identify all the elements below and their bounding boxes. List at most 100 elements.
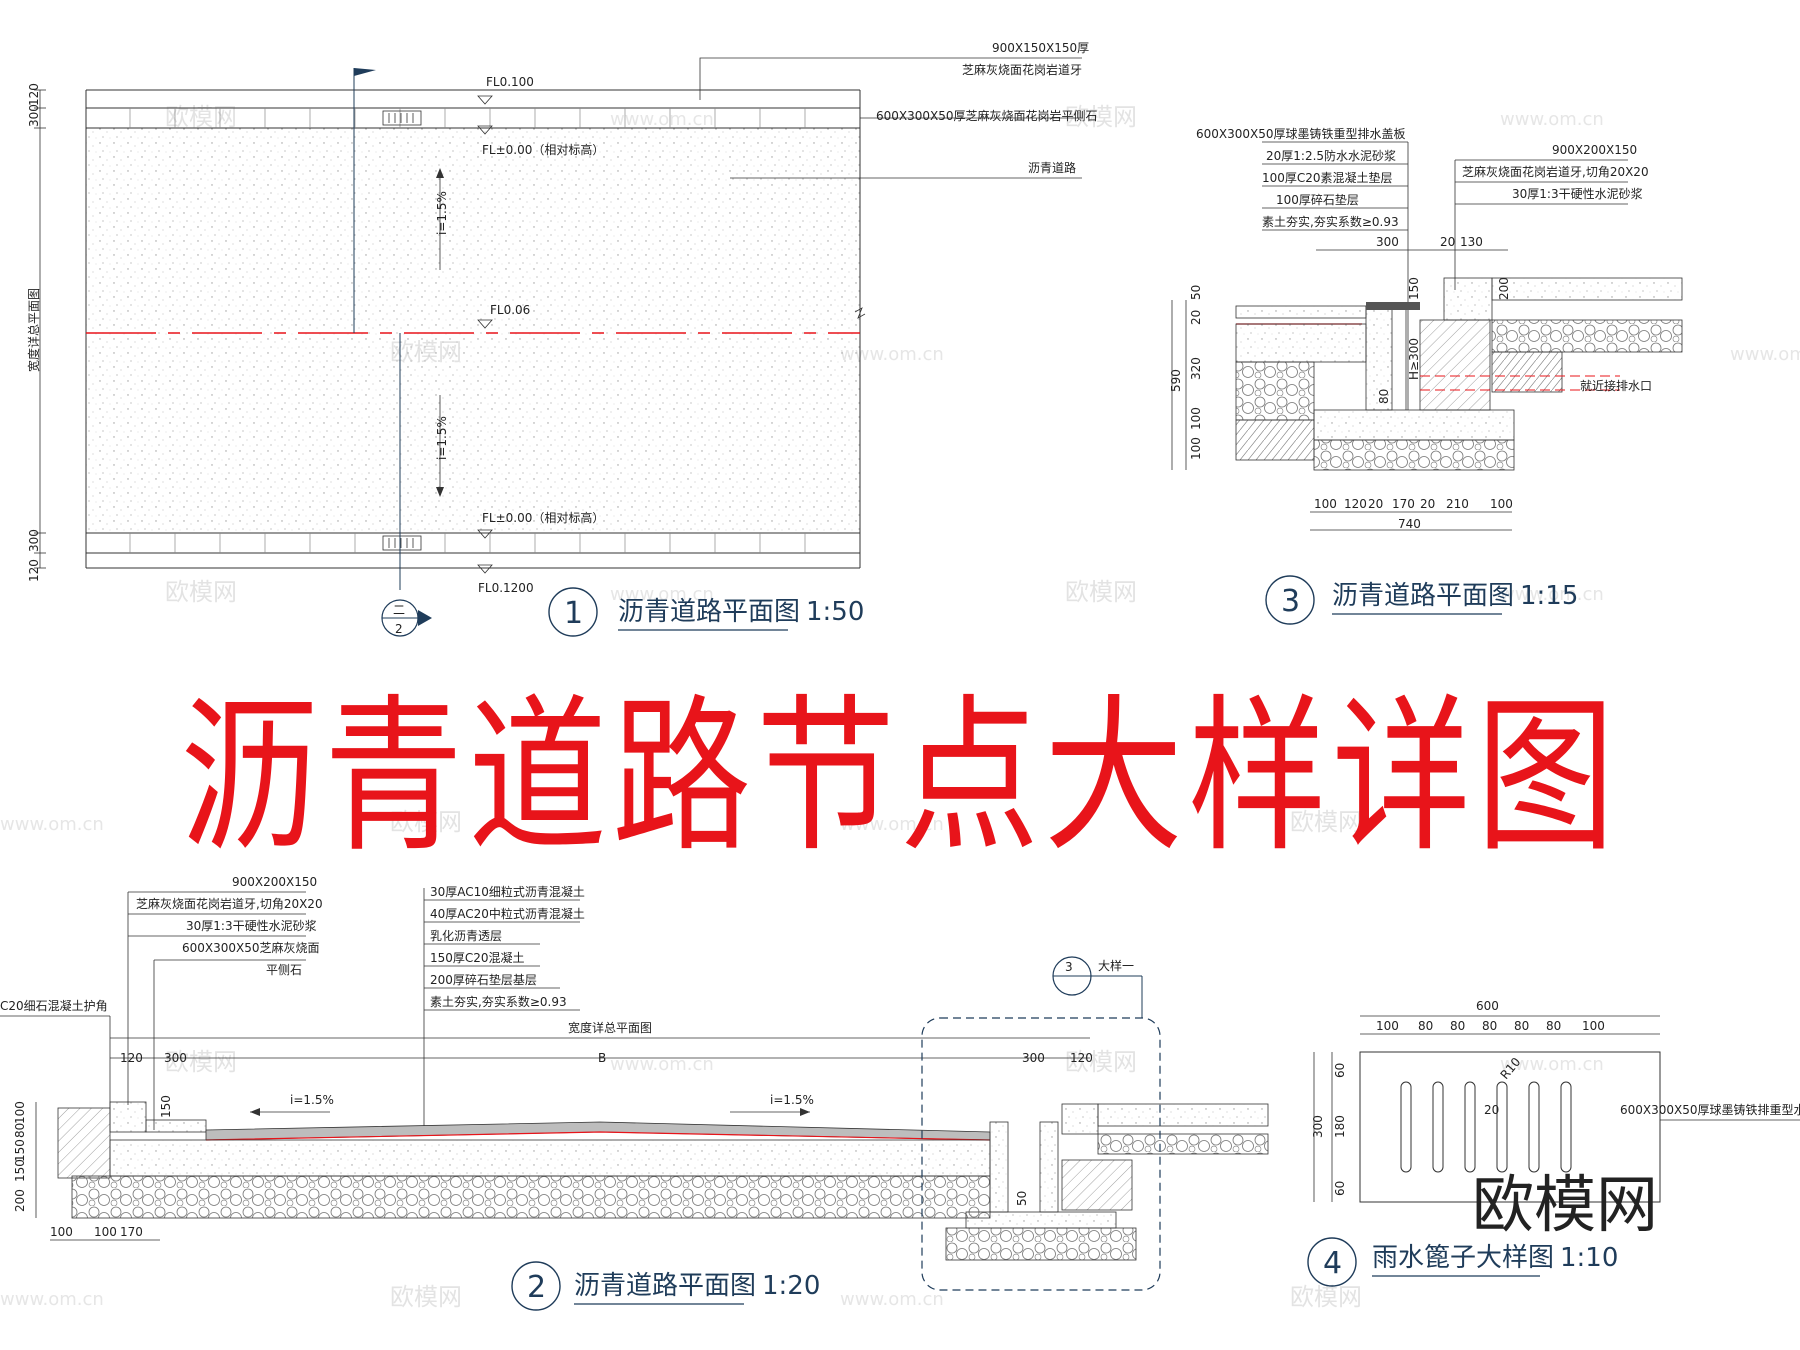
view-number-badge — [548, 587, 598, 637]
watermark-url: www.om.cn — [0, 1289, 104, 1310]
guard-label: C20细石混凝土护角 — [0, 998, 108, 1013]
watermark-url: www.om.cn — [610, 1054, 714, 1075]
dim-label: 200 — [13, 1189, 27, 1212]
note-label: 30厚1:3干硬性水泥砂浆 — [1512, 186, 1643, 201]
watermark-url: www.om.cn — [1730, 344, 1800, 365]
concrete-layer — [1235, 323, 1367, 363]
note-label: 100厚C20素混凝土垫层 — [1262, 170, 1393, 185]
dim-label: 100 — [1189, 437, 1203, 460]
note-label: 900X200X150 — [1552, 143, 1637, 157]
view-title: 沥青道路平面图 — [574, 1271, 756, 1301]
view4-grate: 600 100 80 80 80 80 80 100 R10 20 60 180… — [1307, 999, 1800, 1287]
watermark: 欧模网 — [165, 103, 237, 131]
dim-total: 590 — [1169, 369, 1183, 392]
curb-stone — [109, 1101, 147, 1133]
channel-base — [965, 1211, 1117, 1229]
dim-label: 120 — [27, 559, 41, 582]
dim-label: 100 — [1189, 407, 1203, 430]
detail-ref-label: 大样一 — [1098, 958, 1134, 973]
base-gravel — [1313, 439, 1515, 471]
watermark: 欧模网 — [390, 808, 462, 836]
layer-note: 30厚AC10细粒式沥青混凝土 — [430, 884, 585, 899]
dim-label: 120 — [120, 1051, 143, 1065]
dim-label: 300 — [164, 1051, 187, 1065]
grate-note: 600X300X50厚球墨铸铁排重型水盖板 — [1620, 1102, 1800, 1117]
outlet-label: 就近接排水口 — [1580, 378, 1652, 393]
gravel-layer — [1235, 361, 1315, 421]
layer-note: 150厚C20混凝土 — [430, 950, 525, 965]
note-label: 平侧石 — [266, 963, 302, 977]
dim-label: 300 — [1022, 1051, 1045, 1065]
sidewalk-gravel — [1097, 1133, 1269, 1155]
view-scale: 1:15 — [1520, 581, 1578, 611]
width-note: 宽度详总平面图 — [568, 1020, 652, 1035]
channel-wall-right — [1419, 319, 1491, 411]
dim-label: 600 — [1476, 999, 1499, 1013]
note-label: 600X300X50厚芝麻灰烧面花岗岩平侧石 — [876, 108, 1098, 123]
grate-slots — [1400, 1081, 1572, 1173]
note-label: 600X300X50芝麻灰烧面 — [182, 940, 320, 955]
dim-label: 100 — [50, 1225, 73, 1239]
drain-grate-icon — [382, 535, 422, 551]
gravel-base — [71, 1175, 991, 1219]
sidewalk-layer — [1491, 277, 1683, 301]
note-label: 600X300X50厚球墨铸铁重型排水盖板 — [1196, 126, 1406, 141]
level-label: FL0.1200 — [478, 581, 534, 595]
note-label: 900X150X150厚 — [992, 41, 1089, 55]
watermark-url: www.om.cn — [0, 814, 104, 835]
channel-gravel — [945, 1227, 1137, 1261]
view-title: 沥青道路平面图 — [618, 597, 800, 627]
level-marker-icon — [477, 529, 493, 539]
view-number: 1 — [564, 596, 583, 631]
sidewalk-gravel — [1491, 319, 1683, 353]
slot-width: 20 — [1484, 1103, 1499, 1117]
note-label: 芝麻灰烧面花岗岩道牙 — [962, 62, 1082, 77]
earth-layer — [1235, 419, 1315, 461]
dim-label: 80 — [1450, 1019, 1465, 1033]
level-label: FL0.06 — [490, 303, 530, 317]
slope-arrow-icon — [800, 1108, 810, 1116]
note-label: 20厚1:2.5防水水泥砂浆 — [1266, 148, 1396, 163]
watermark-url: www.om.cn — [610, 584, 714, 605]
dim-label: 80 — [1482, 1019, 1497, 1033]
dim-label: 210 — [1446, 497, 1469, 511]
note-label: 芝麻灰烧面花岗岩道牙,切角20X20 — [1462, 164, 1649, 179]
road-surface-top — [86, 128, 860, 333]
flag-icon — [354, 68, 376, 76]
sidewalk-layer — [1097, 1103, 1269, 1127]
slope-arrow-icon — [250, 1108, 260, 1116]
dim-label: 150 — [13, 1159, 27, 1182]
slope-label: i=1.5% — [435, 191, 449, 235]
earth-layer — [1491, 351, 1563, 393]
brand-logo: 欧模网 — [1472, 1168, 1658, 1241]
dim-label: 120 — [27, 83, 41, 106]
level-label: FL±0.00（相对标高） — [482, 142, 604, 157]
section-marker-bottom: 2 — [395, 622, 403, 636]
channel-wall — [989, 1121, 1009, 1213]
layer-note: 乳化沥青透层 — [430, 929, 502, 943]
watermark-url: www.om.cn — [1500, 1054, 1604, 1075]
dim-label: 170 — [1392, 497, 1415, 511]
watermark-url: www.om.cn — [840, 344, 944, 365]
dim-label: 80 — [1546, 1019, 1561, 1033]
drain-cover — [1366, 302, 1420, 310]
layer-note: 素土夯实,夯实系数≥0.93 — [430, 994, 567, 1009]
watermark-url: www.om.cn — [840, 1289, 944, 1310]
note-label: 30厚1:3干硬性水泥砂浆 — [186, 918, 317, 933]
level-marker-icon — [477, 564, 493, 574]
level-label: FL0.100 — [486, 75, 534, 89]
detail-ref-number: 3 — [1065, 960, 1073, 974]
watermark: 欧模网 — [1065, 103, 1137, 131]
dim-label: 20 — [1440, 235, 1455, 249]
dim-label: 180 — [1333, 1115, 1347, 1138]
watermark: 欧模网 — [1065, 578, 1137, 606]
depth-label: H≥300 — [1407, 338, 1421, 380]
section-marker-top: 二 — [393, 603, 405, 617]
base-concrete — [1313, 409, 1515, 441]
view-number: 4 — [1323, 1246, 1342, 1281]
view-number: 3 — [1281, 584, 1300, 619]
slope-label: i=1.5% — [770, 1093, 814, 1107]
asphalt-redline — [205, 1131, 991, 1141]
dim-label: 320 — [1189, 357, 1203, 380]
